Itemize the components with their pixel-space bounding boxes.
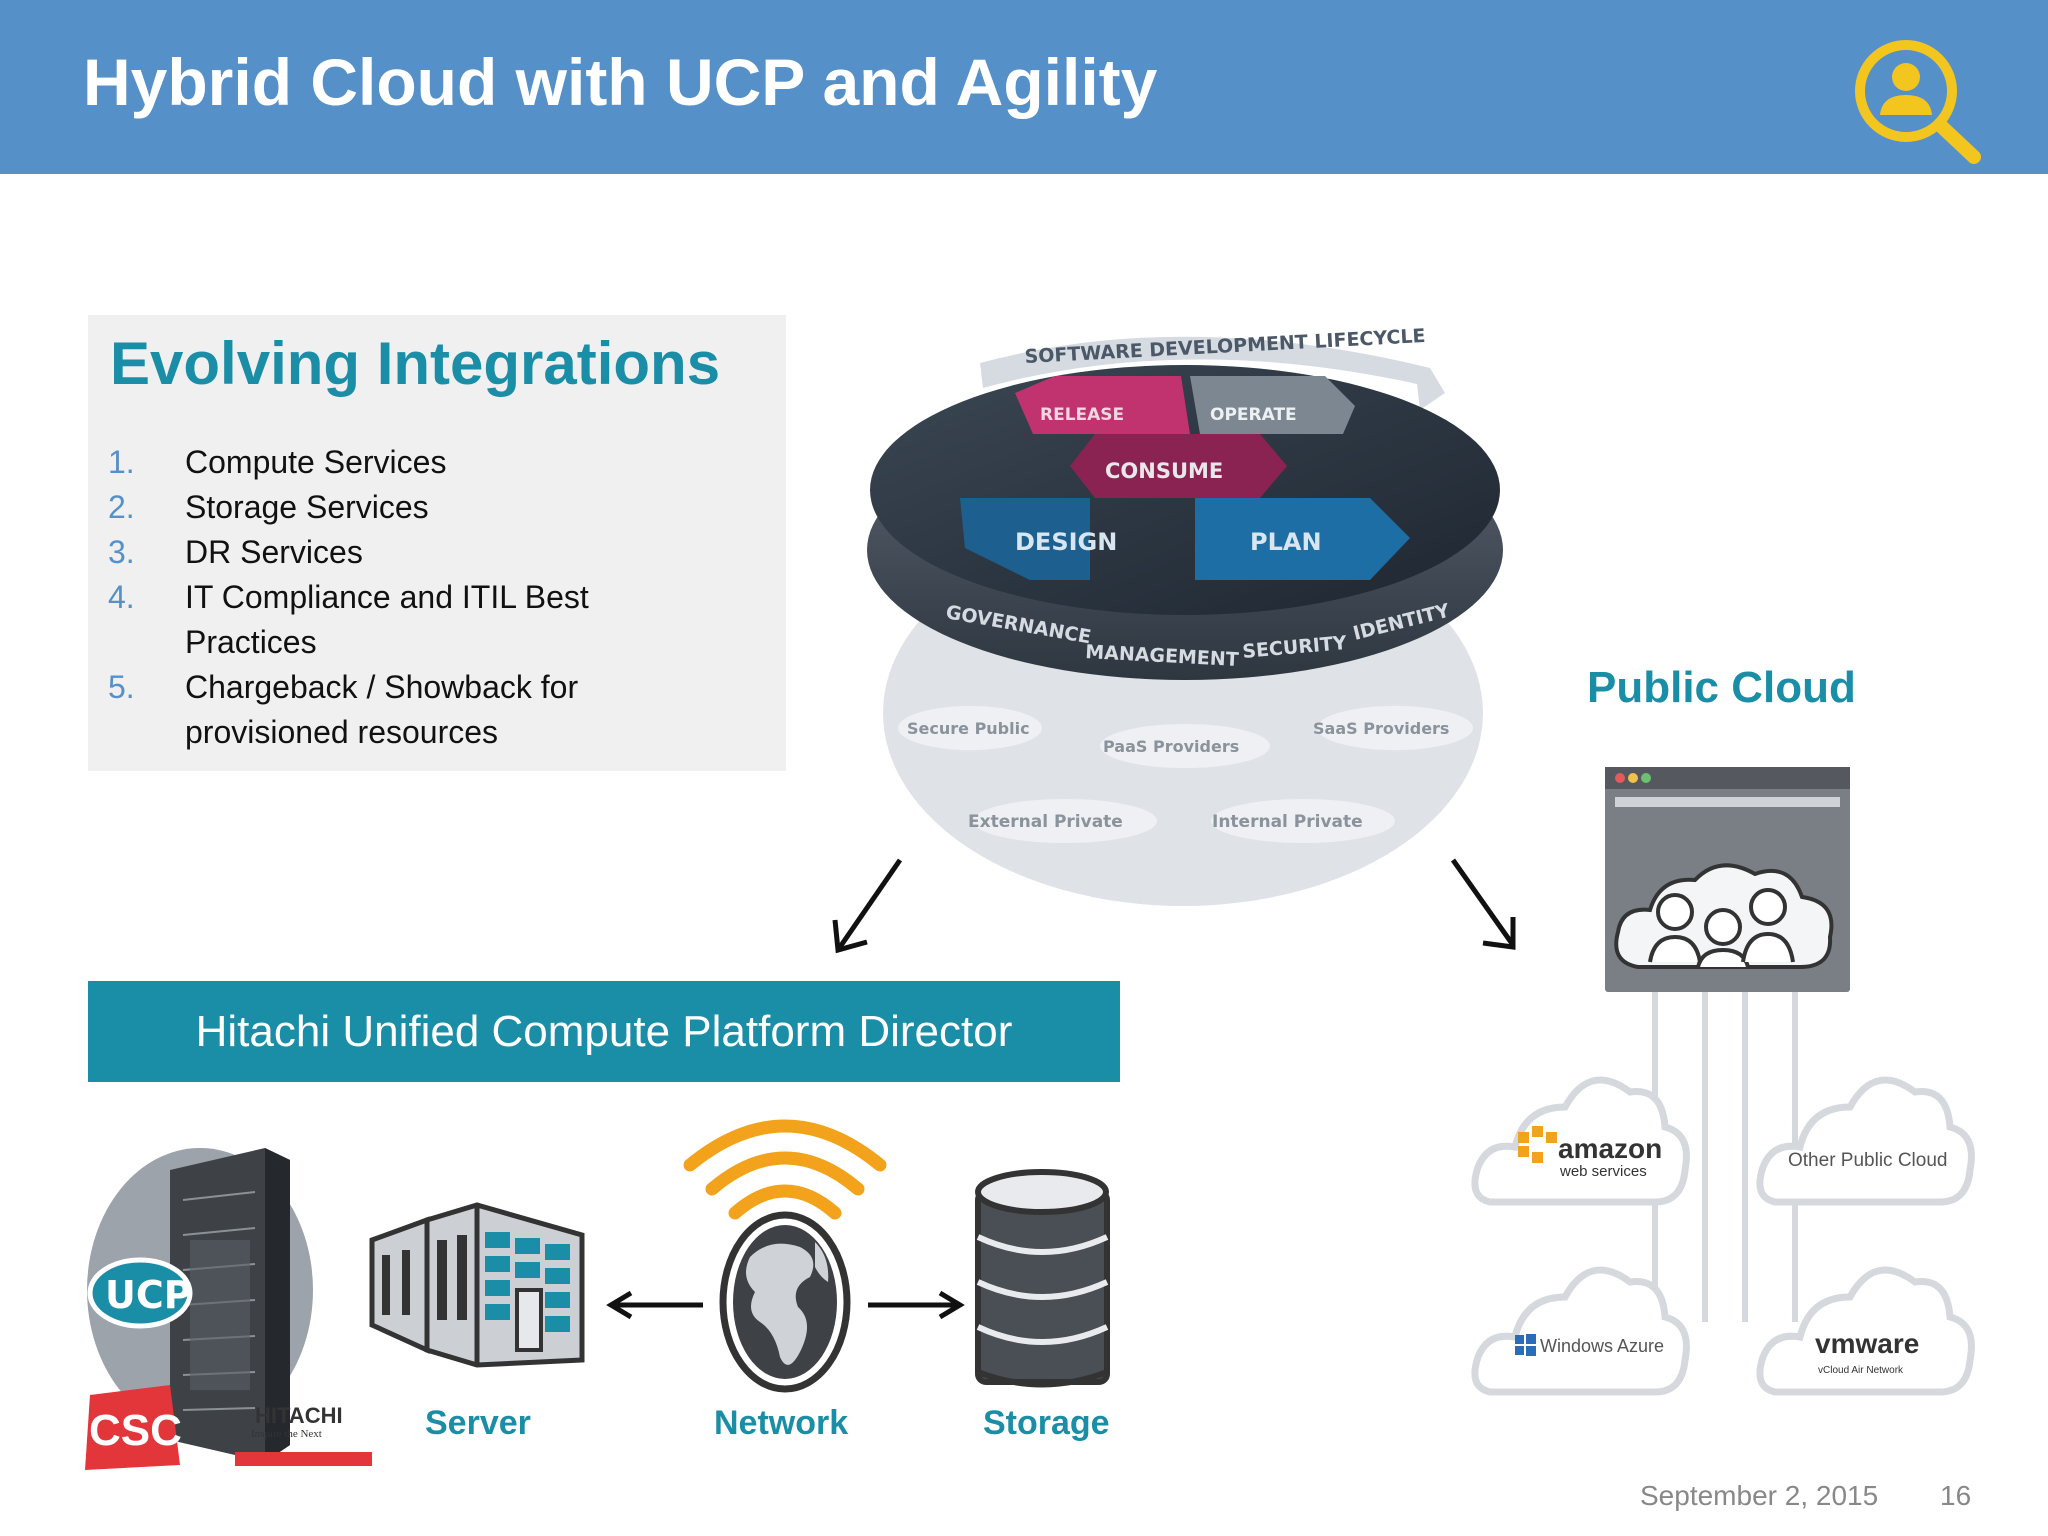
cloud-secure-public [898,706,1042,750]
magnifier-person-icon [1855,40,1981,164]
list-item: 4.IT Compliance and ITIL Best Practices [108,579,589,660]
plan-segment [1195,498,1410,580]
secure-public-label: Secure Public [907,719,1030,738]
amazon-label: amazon [1558,1133,1662,1164]
svg-text:CSC: CSC [89,1406,182,1455]
arrow-down-right-icon [1450,858,1516,950]
lifecycle-arc [980,336,1445,410]
other-public-cloud [1756,1076,1975,1206]
lifecycle-diagram: SOFTWARE DEVELOPMENT LIFECYCLE RELEASE O… [867,325,1503,906]
browser-max-dot [1641,773,1651,783]
cloud-saas [1317,706,1473,750]
hitachi-tagline: Inspire the Next [251,1428,322,1440]
cloud-internal-private [1211,799,1395,843]
saas-label: SaaS Providers [1313,719,1449,738]
aws-cube-icon [1518,1126,1557,1163]
panel-title: Evolving Integrations [110,330,721,397]
arrow-left-icon [606,1290,703,1320]
release-segment [1015,376,1190,434]
csc-logo [85,1385,180,1470]
windows-logo-icon [1515,1334,1536,1356]
design-label: DESIGN [1015,528,1117,556]
network-label: Network [714,1404,849,1442]
cloud-external-private [973,799,1157,843]
list-item: 2.Storage Services [108,489,429,525]
browser-min-dot [1628,773,1638,783]
amazon-sub-label: web services [1559,1163,1647,1180]
server-label: Server [425,1404,531,1442]
page-number: 16 [1940,1480,1972,1511]
slide-title: Hybrid Cloud with UCP and Agility [83,45,1158,119]
other-public-cloud-label: Other Public Cloud [1788,1150,1947,1171]
operate-label: OPERATE [1210,405,1297,425]
vmware-label: vmware [1815,1328,1919,1359]
cloud-paas [1100,724,1270,768]
plan-label: PLAN [1250,528,1322,556]
ucp-badge-label: UCP [105,1273,192,1317]
amazon-cloud [1471,1076,1690,1206]
ucp-director-bar: Hitachi Unified Compute Platform Directo… [88,981,1120,1082]
list-item: 5.Chargeback / Showback for provisioned … [108,669,579,750]
operate-segment [1190,376,1355,434]
paas-label: PaaS Providers [1103,737,1239,756]
integrations-list: 1.Compute Services 2.Storage Services 3.… [108,440,778,755]
public-cloud-diagram: amazon web services Other Public Cloud W… [1471,767,1975,1396]
list-item: 3.DR Services [108,534,363,570]
storage-database-icon [975,1169,1110,1388]
vmware-cloud [1756,1266,1975,1396]
vmware-sub-label: vCloud Air Network [1818,1365,1904,1376]
ucp-badge [87,1257,193,1329]
public-cloud-title: Public Cloud [1587,663,1856,712]
azure-cloud [1471,1266,1690,1396]
ucp-rack-illustration: UCP CSC HITACHI Inspire the Next [85,1148,372,1470]
ucp-director-label: Hitachi Unified Compute Platform Directo… [195,1006,1013,1056]
network-globe-icon [683,1119,887,1393]
list-item: 1.Compute Services [108,444,447,480]
consume-label: CONSUME [1105,459,1223,483]
footer-date: September 2, 2015 [1640,1480,1879,1511]
internal-private-label: Internal Private [1212,812,1363,832]
storage-label: Storage [983,1404,1110,1442]
browser-close-dot [1615,773,1625,783]
design-segment [960,498,1090,580]
arrow-right-icon [868,1290,965,1320]
hitachi-logo: HITACHI [255,1403,343,1428]
header-bar [0,0,2048,174]
wifi-signal-icon [683,1119,887,1172]
azure-label: Windows Azure [1540,1336,1664,1356]
server-icon [369,1202,585,1368]
external-private-label: External Private [968,812,1123,832]
release-label: RELEASE [1040,405,1124,425]
evolving-integrations-panel: Evolving Integrations 1.Compute Services… [88,315,786,771]
arrow-down-left-icon [832,858,903,954]
consume-segment [1070,434,1287,498]
